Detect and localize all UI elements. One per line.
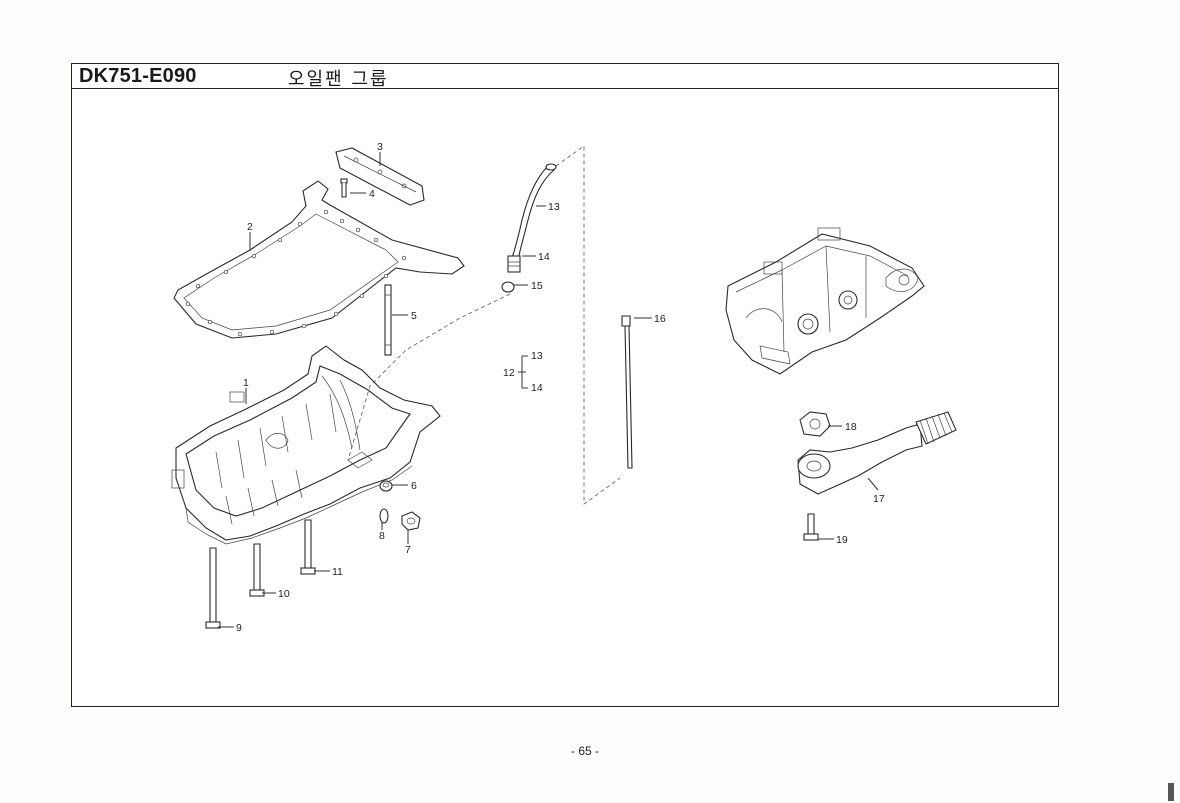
callout-18: 18 <box>845 421 857 433</box>
callout-13: 13 <box>548 201 560 213</box>
part-18-gasket <box>799 411 831 437</box>
part-group-code: DK751-E090 <box>79 65 197 87</box>
assembly-line-box <box>555 145 621 505</box>
part-7-drain-plug <box>401 511 421 531</box>
callout-4: 4 <box>369 188 375 200</box>
part-2-gasket <box>173 180 465 339</box>
callout-15: 15 <box>531 280 543 292</box>
leader-lines <box>218 152 879 628</box>
page-number: - 65 - <box>570 744 599 758</box>
callout-14: 14 <box>538 251 550 263</box>
assembly-line-left <box>347 293 511 461</box>
part-10-bolt <box>249 543 265 597</box>
callout-12-13: 13 <box>531 350 543 362</box>
part-8-washer <box>379 508 389 524</box>
part-16-dipstick <box>621 315 633 469</box>
part-5-stud <box>384 284 392 356</box>
part-3-bracket <box>335 147 425 206</box>
callout-5: 5 <box>411 310 417 322</box>
diagram-frame: DK751-E090 오일팬 그룹 <box>71 63 1059 707</box>
part-15-oring <box>501 281 515 293</box>
callout-16: 16 <box>654 313 666 325</box>
part-9-bolt <box>205 547 221 629</box>
callout-1: 1 <box>243 377 249 389</box>
callout-labels: 3 4 2 5 1 6 7 8 9 10 11 13 14 15 16 12 1… <box>236 141 885 634</box>
part-1-oil-pan <box>171 345 441 545</box>
scan-edge-mark <box>1168 783 1174 801</box>
callout-12: 12 <box>503 367 515 379</box>
part-11-bolt <box>300 519 316 575</box>
callout-10: 10 <box>278 588 290 600</box>
callout-9: 9 <box>236 622 242 634</box>
part-17-strainer <box>797 411 957 495</box>
callout-7: 7 <box>405 544 411 556</box>
part-4-bolt <box>340 178 348 198</box>
part-14-fitting <box>507 255 521 273</box>
part-group-title: 오일팬 그룹 <box>288 69 389 90</box>
callout-2: 2 <box>247 221 253 233</box>
callout-8: 8 <box>379 530 385 542</box>
part-19-bolt <box>803 513 819 541</box>
callout-6: 6 <box>411 480 417 492</box>
part-6-plug <box>379 480 393 492</box>
callout-3: 3 <box>377 141 383 153</box>
callout-19: 19 <box>836 534 848 546</box>
callout-12-14: 14 <box>531 382 543 394</box>
oil-pump-assembly <box>725 227 925 375</box>
callout-11: 11 <box>332 566 343 578</box>
callout-17: 17 <box>873 493 885 505</box>
diagram-header: DK751-E090 오일팬 그룹 <box>72 64 1058 90</box>
